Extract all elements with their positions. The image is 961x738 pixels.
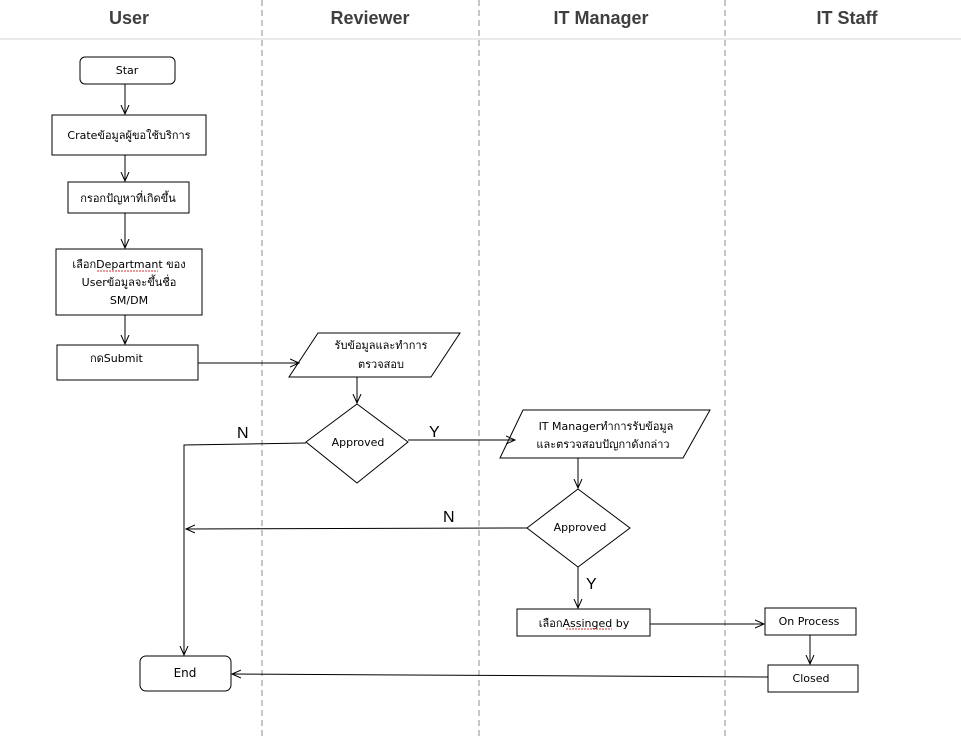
manager-check-node: IT Managerทำการรับข้อมูล และตรวจสอบปัญกา… — [499, 409, 711, 459]
manager-approved-decision: Approved — [526, 488, 631, 568]
fill-problem-node: กรอกปัญหาที่เกิดขึ้น — [67, 181, 190, 214]
reviewer-check-node: รับข้อมูลและทำการ ตรวจสอบ — [288, 332, 461, 378]
reviewer-check-line-1: รับข้อมูลและทำการ — [335, 339, 428, 352]
select-department-line-3: SM/DM — [110, 294, 148, 307]
lane-title-it-staff: IT Staff — [817, 8, 879, 28]
assign-label: เลือกAssinged by — [539, 617, 630, 630]
on-process-node: On Process — [764, 607, 857, 636]
start-node-label: Star — [116, 64, 139, 77]
submit-label: กดSubmit — [90, 352, 144, 365]
on-process-label: On Process — [779, 615, 840, 628]
reviewer-approved-decision: Approved — [305, 403, 409, 484]
select-department-line-2: Userข้อมูลจะขึ้นชื่อ — [82, 274, 177, 289]
create-requester-label: Crateข้อมูลผู้ขอใช้บริการ — [67, 129, 190, 142]
create-requester-node: Crateข้อมูลผู้ขอใช้บริการ — [51, 114, 207, 156]
fill-problem-label: กรอกปัญหาที่เกิดขึ้น — [80, 190, 176, 205]
closed-node: Closed — [767, 664, 859, 693]
assign-node: เลือกAssinged by — [516, 608, 651, 637]
lane-title-it-manager: IT Manager — [553, 8, 648, 28]
submit-node: กดSubmit — [56, 344, 199, 381]
select-department-line-1: เลือกDepartmant ของ — [72, 258, 185, 271]
lane-title-reviewer: Reviewer — [330, 8, 409, 28]
manager-check-line-1: IT Managerทำการรับข้อมูล — [539, 420, 674, 433]
reviewer-no-label: N — [237, 425, 249, 442]
edge-closed-to-end — [232, 674, 769, 677]
select-department-node: เลือกDepartmant ของ Userข้อมูลจะขึ้นชื่อ… — [55, 248, 203, 316]
edge-manager-no-to-end — [186, 528, 528, 529]
closed-label: Closed — [793, 672, 830, 685]
reviewer-yes-label: Y — [429, 424, 440, 441]
reviewer-check-line-2: ตรวจสอบ — [358, 358, 404, 371]
manager-no-label: N — [443, 509, 455, 526]
reviewer-approved-label: Approved — [332, 436, 385, 449]
manager-yes-label: Y — [586, 576, 597, 593]
lane-title-user: User — [109, 8, 149, 28]
edge-reviewer-no-to-end — [184, 442, 307, 655]
manager-approved-label: Approved — [554, 521, 607, 534]
manager-check-line-2: และตรวจสอบปัญกาดังกล่าว — [536, 438, 669, 451]
end-label: End — [174, 666, 197, 680]
end-node: End — [139, 655, 232, 692]
start-node: Star — [79, 56, 176, 85]
